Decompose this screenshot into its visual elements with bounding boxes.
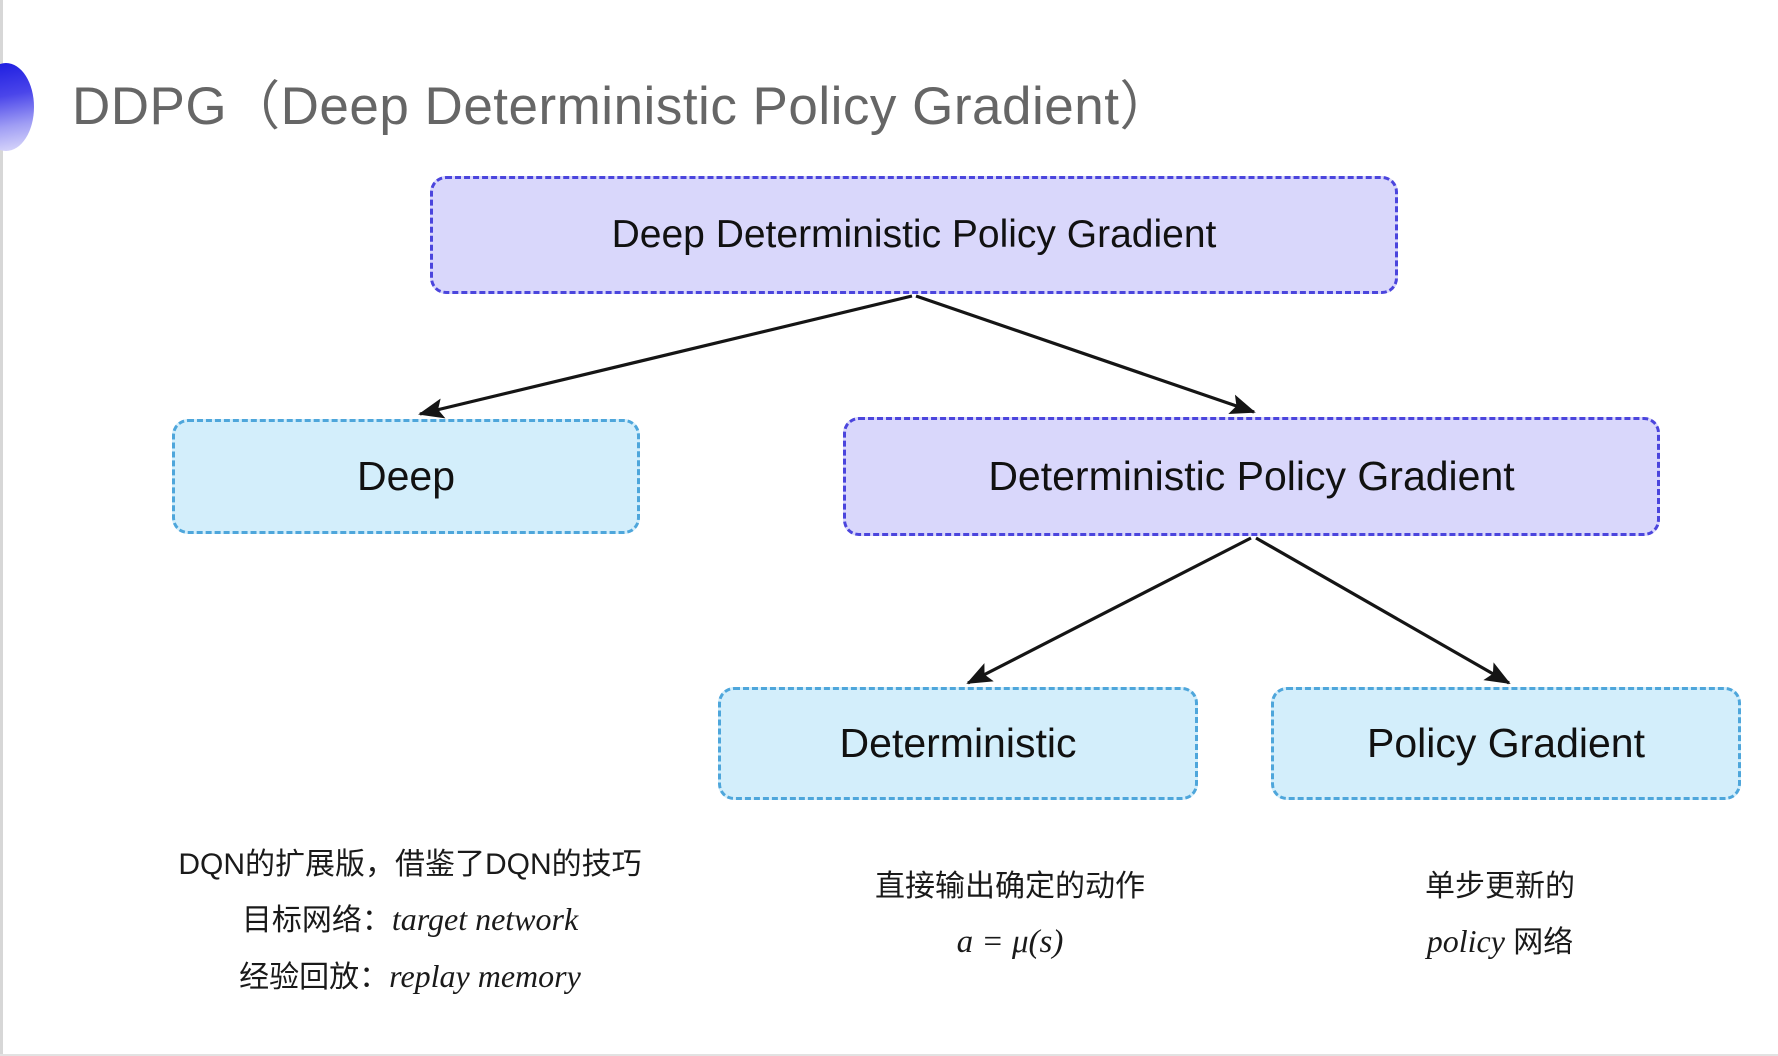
node-label: Deep — [356, 452, 455, 499]
caption-deep: DQN的扩展版，借鉴了DQN的技巧 目标网络：target network 经验… — [150, 838, 670, 1005]
page-title: DDPG（Deep Deterministic Policy Gradient） — [72, 77, 1173, 137]
caption-text: 单步更新的 — [1425, 870, 1575, 903]
caption-term: replay memory — [389, 958, 581, 995]
node-label: Policy Gradient — [1366, 719, 1645, 766]
node-deep[interactable]: Deep — [172, 419, 640, 534]
caption-deterministic-line-1: 直接输出确定的动作 — [700, 860, 1320, 913]
caption-label: 经验回放： — [239, 961, 390, 995]
caption-text: 直接输出确定的动作 — [875, 870, 1145, 903]
caption-policy-gradient: 单步更新的 policy 网络 — [1190, 860, 1778, 970]
caption-deterministic-line-2: a = μ(s) — [700, 913, 1320, 972]
caption-deep-line-3: 经验回放：replay memory — [150, 948, 670, 1005]
caption-policy-gradient-line-2: policy 网络 — [1190, 913, 1778, 970]
caption-term: policy — [1426, 923, 1505, 960]
caption-deep-line-1: DQN的扩展版，借鉴了DQN的技巧 — [150, 838, 670, 891]
node-deep-deterministic-policy-gradient[interactable]: Deep Deterministic Policy Gradient — [430, 176, 1398, 294]
caption-text: DQN的扩展版，借鉴了DQN的技巧 — [178, 848, 642, 881]
caption-term: target network — [391, 901, 579, 938]
caption-deep-line-2: 目标网络：target network — [150, 891, 670, 948]
caption-formula: a = μ(s) — [956, 924, 1064, 961]
caption-suffix: 网络 — [1504, 926, 1574, 960]
node-label: Deterministic — [839, 719, 1077, 766]
caption-label: 目标网络： — [241, 904, 392, 938]
slide-left-border — [0, 0, 3, 1056]
edge-root-to-dpg — [915, 294, 1256, 414]
edge-dpg-to-det — [966, 536, 1252, 685]
caption-policy-gradient-line-1: 单步更新的 — [1190, 860, 1778, 913]
slide-bottom-border — [0, 1054, 1778, 1056]
node-label: Deterministic Policy Gradient — [988, 452, 1515, 499]
node-deterministic-policy-gradient[interactable]: Deterministic Policy Gradient — [843, 417, 1660, 536]
title-bullet-icon — [0, 63, 34, 151]
caption-deterministic: 直接输出确定的动作 a = μ(s) — [700, 860, 1320, 972]
node-label: Deep Deterministic Policy Gradient — [611, 212, 1217, 256]
node-policy-gradient[interactable]: Policy Gradient — [1271, 687, 1741, 800]
edge-root-to-deep — [418, 294, 913, 419]
edge-dpg-to-pg — [1255, 536, 1511, 685]
slide-title-row: DDPG（Deep Deterministic Policy Gradient） — [0, 62, 1173, 152]
node-deterministic[interactable]: Deterministic — [718, 687, 1198, 800]
